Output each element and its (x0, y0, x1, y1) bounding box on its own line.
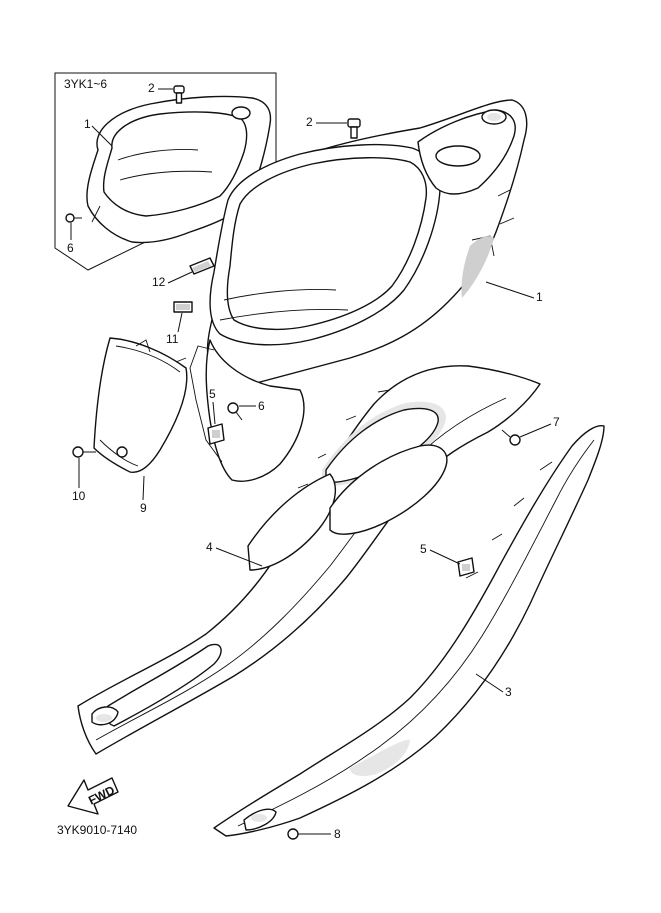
callout-11: 11 (166, 332, 179, 346)
side-cover-part-4 (77, 365, 541, 755)
callout-5-lower: 5 (420, 542, 427, 556)
side-cover-part-3 (213, 425, 605, 837)
screw-2 (347, 118, 361, 139)
callout-5-upper: 5 (209, 387, 216, 401)
screw-8 (287, 828, 312, 840)
callout-8: 8 (334, 827, 341, 841)
clip-5-upper (207, 423, 225, 445)
callout-3: 3 (505, 685, 512, 699)
screw-6 (227, 402, 243, 421)
seat-cover-part-1 (189, 99, 528, 482)
inset-clip-6 (65, 213, 82, 223)
diagram-code: 3YK9010-7140 (57, 823, 137, 837)
screw-7 (501, 429, 521, 446)
fwd-arrow-icon: FWD (67, 777, 119, 815)
label-11 (173, 301, 193, 313)
callout-1: 1 (536, 290, 543, 304)
callout-6: 6 (258, 399, 265, 413)
inset-callout-1: 1 (84, 117, 91, 131)
callout-10: 10 (72, 489, 86, 503)
label-12 (189, 257, 215, 275)
inset-title: 3YK1~6 (64, 77, 107, 91)
callout-12: 12 (152, 275, 166, 289)
inset-panel: 3YK1~6 2 1 6 (54, 72, 277, 271)
clip-5-lower (457, 557, 475, 577)
inset-screw-2 (173, 85, 185, 104)
lid-part-9 (93, 337, 188, 473)
callout-2: 2 (306, 115, 313, 129)
inset-callout-6: 6 (67, 241, 74, 255)
callout-7: 7 (553, 415, 560, 429)
inset-seat-cover (86, 95, 272, 244)
screw-10 (72, 446, 96, 458)
callout-9: 9 (140, 501, 147, 515)
inset-callout-2: 2 (148, 81, 155, 95)
callout-4: 4 (206, 540, 213, 554)
